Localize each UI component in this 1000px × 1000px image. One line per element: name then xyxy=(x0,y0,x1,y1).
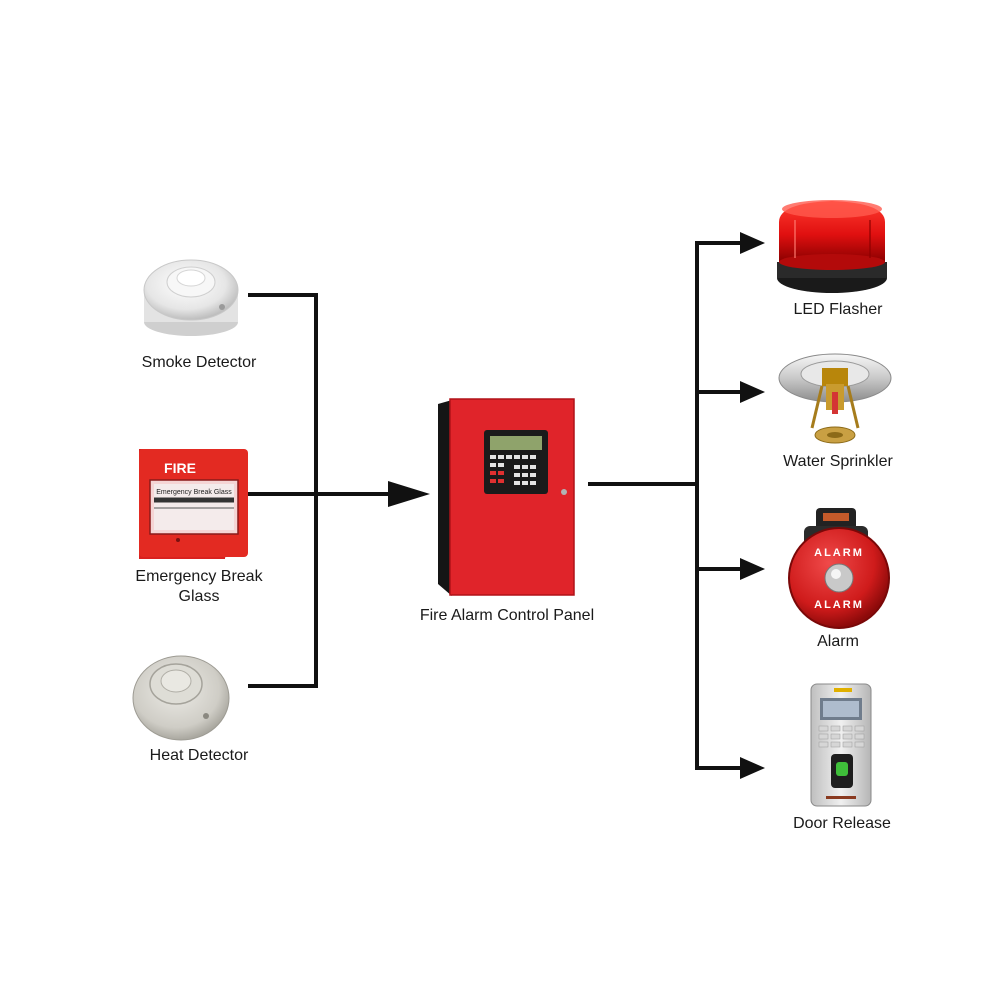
arrowhead-to-flasher xyxy=(740,232,765,254)
break-glass-sign-text: Emergency Break Glass xyxy=(156,489,232,496)
led-flasher-label: LED Flasher xyxy=(793,301,883,318)
door-release-label: Door Release xyxy=(793,815,891,832)
led-flasher-image xyxy=(777,200,887,293)
door-release-image xyxy=(810,683,872,807)
smoke-detector-label: Smoke Detector xyxy=(141,354,257,371)
water-sprinkler-label: Water Sprinkler xyxy=(783,453,893,470)
arrowhead-to-sprinkler xyxy=(740,381,765,403)
break-glass-fire-text: FIRE xyxy=(164,460,196,476)
connector-lines xyxy=(248,241,744,770)
arrowhead-to-panel xyxy=(388,481,430,507)
arrowheads xyxy=(388,232,765,779)
heat-detector-label: Heat Detector xyxy=(149,747,249,764)
break-glass-image: FIRE Emergency Break Glass xyxy=(139,449,248,559)
alarm-bell-text-top: ALARM xyxy=(814,547,864,559)
control-panel-label: Fire Alarm Control Panel xyxy=(419,607,595,624)
arrowhead-to-alarm xyxy=(740,558,765,580)
break-glass-label-line2: Glass xyxy=(178,588,220,605)
alarm-bell-image: ALARM ALARM xyxy=(788,508,890,629)
arrowhead-to-door xyxy=(740,757,765,779)
control-panel-image xyxy=(438,398,575,596)
alarm-label: Alarm xyxy=(817,633,859,650)
break-glass-label-line1: Emergency Break xyxy=(135,568,263,585)
smoke-detector-image xyxy=(143,259,239,336)
water-sprinkler-image xyxy=(778,353,892,444)
alarm-bell-text-bottom: ALARM xyxy=(814,599,864,611)
heat-detector-image xyxy=(132,655,230,741)
